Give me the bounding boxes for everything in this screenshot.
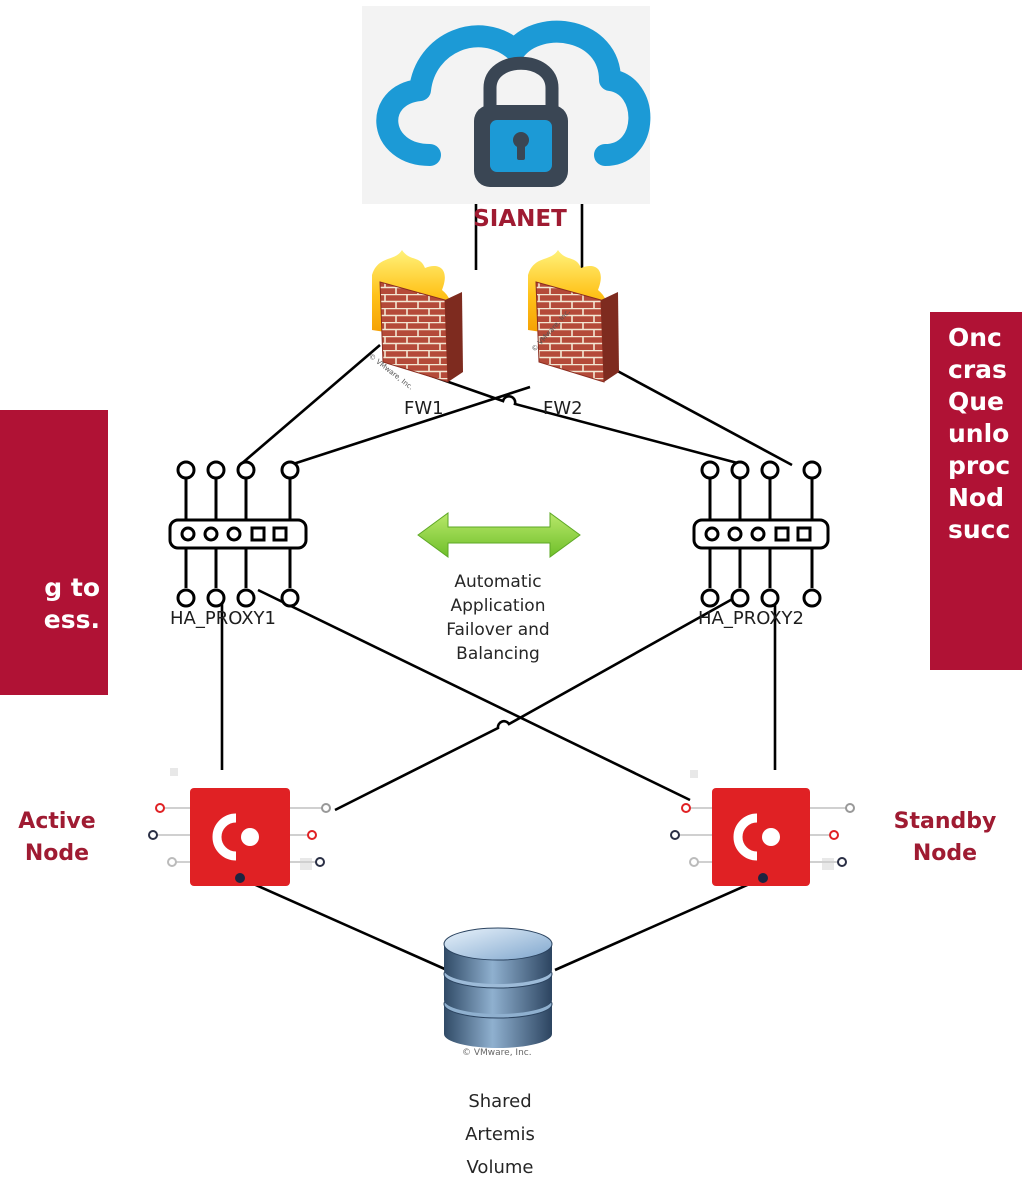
standby-node-label-line-1: Standby <box>893 809 997 834</box>
right-note-line-2: cras <box>948 355 1007 384</box>
storage-watermark: © VMware, Inc. <box>462 1048 532 1058</box>
link-fw1-proxy1 <box>239 344 381 466</box>
active-node-label-line-2: Node <box>24 841 90 866</box>
balancer-caption: Automatic Application Failover and Balan… <box>418 570 578 666</box>
link-standby-storage <box>554 876 764 972</box>
standby-node-label-line-2: Node <box>912 841 978 866</box>
left-note-line-2: ess. <box>43 605 100 634</box>
active-node-label-line-1: Active <box>18 809 96 834</box>
link-fw1-proxy2 <box>419 370 746 467</box>
active-node-icon <box>148 768 331 886</box>
firewall-1-icon <box>372 250 463 383</box>
link-fw2-proxy1 <box>289 385 531 467</box>
right-note-line-3: Que <box>948 387 1005 416</box>
left-note-panel: g to ess. <box>0 410 108 695</box>
active-node-label: Active Node <box>2 806 112 870</box>
cloud-label: SIANET <box>473 206 567 232</box>
link-fw2-proxy2 <box>609 365 793 467</box>
firewall-1-label: FW1 <box>404 398 444 419</box>
cloud-lock-icon <box>362 6 651 204</box>
standby-node-label: Standby Node <box>885 806 1005 870</box>
balancer-line-1: Automatic <box>454 572 542 592</box>
proxy-2-icon <box>692 460 830 608</box>
storage-label-line-2: Artemis <box>465 1124 535 1145</box>
right-note-line-5: proc <box>948 451 1011 480</box>
balancer-line-2: Application <box>450 596 546 616</box>
standby-node-icon <box>670 770 855 886</box>
right-note-line-4: unlo <box>948 419 1010 448</box>
storage-database-icon <box>443 927 553 1048</box>
storage-label-line-1: Shared <box>468 1091 532 1112</box>
proxy-2-label: HA_PROXY2 <box>698 608 805 629</box>
storage-label-line-3: Volume <box>466 1157 534 1178</box>
link-active-storage <box>239 876 448 972</box>
balancer-line-4: Balancing <box>456 644 540 664</box>
connections <box>220 180 793 972</box>
left-note-line-1: g to <box>44 573 100 602</box>
right-note-line-1: Onc <box>948 323 1002 352</box>
proxy-1-label: HA_PROXY1 <box>170 608 277 629</box>
right-note-panel: Onc cras Que unlo proc Nod succ <box>930 312 1022 670</box>
link-proxy1-standby <box>257 588 691 802</box>
right-note-line-7: succ <box>948 515 1011 544</box>
proxy-1-icon <box>168 460 308 608</box>
double-arrow-icon <box>417 512 581 558</box>
right-note-line-6: Nod <box>948 483 1004 512</box>
balancer-line-3: Failover and <box>446 620 550 640</box>
firewall-2-label: FW2 <box>543 398 583 419</box>
firewall-2-icon <box>528 250 619 383</box>
storage-label: Shared Artemis Volume <box>440 1085 560 1184</box>
link-proxy2-active <box>334 590 746 812</box>
